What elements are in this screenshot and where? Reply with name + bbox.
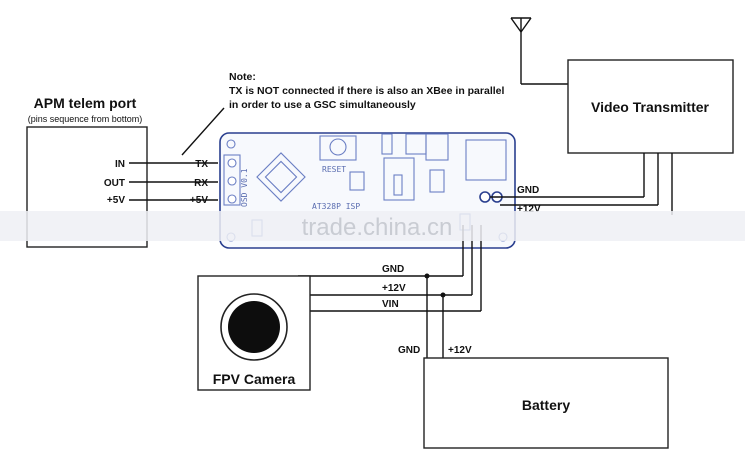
osd-version-label: OSD V0.1: [240, 168, 249, 207]
watermark-text: trade.china.cn: [302, 214, 453, 241]
osd-pin-5v: +5V: [190, 195, 208, 206]
osd-isp-label: AT328P ISP: [312, 202, 360, 211]
antenna-icon: [510, 17, 568, 85]
video-transmitter-title: Video Transmitter: [591, 99, 710, 115]
vtx-gnd-label: GND: [517, 185, 539, 196]
osd-reset-label: RESET: [322, 165, 346, 174]
watermark-band: [0, 211, 745, 241]
apm-pin-out: OUT: [104, 178, 125, 189]
note-pointer: [181, 107, 225, 156]
apm-pin-in: IN: [115, 159, 125, 170]
battery-gnd-label: GND: [398, 345, 420, 356]
battery-title: Battery: [522, 397, 570, 413]
note-line-2: in order to use a GSC simultaneously: [229, 99, 416, 111]
note-heading: Note:: [229, 71, 256, 83]
battery-12v-label: +12V: [448, 345, 472, 356]
camera-12v-label: +12V: [382, 283, 406, 294]
vtx-12v-label: +12V: [517, 204, 541, 215]
battery-box: [423, 357, 669, 449]
osd-pin-tx: TX: [195, 159, 208, 170]
apm-pin-5v: +5V: [107, 195, 125, 206]
camera-gnd-label: GND: [382, 264, 404, 275]
camera-lens-icon: [228, 301, 280, 353]
fpv-camera-title: FPV Camera: [213, 371, 296, 387]
apm-subtitle: (pins sequence from bottom): [28, 114, 143, 124]
junction-gnd: [424, 273, 430, 279]
apm-title: APM telem port: [34, 95, 137, 111]
junction-12v: [440, 292, 446, 298]
osd-pin-rx: RX: [194, 178, 208, 189]
note-line-1: TX is NOT connected if there is also an …: [229, 85, 504, 97]
camera-vin-label: VIN: [382, 299, 399, 310]
video-transmitter-box: [567, 59, 734, 154]
